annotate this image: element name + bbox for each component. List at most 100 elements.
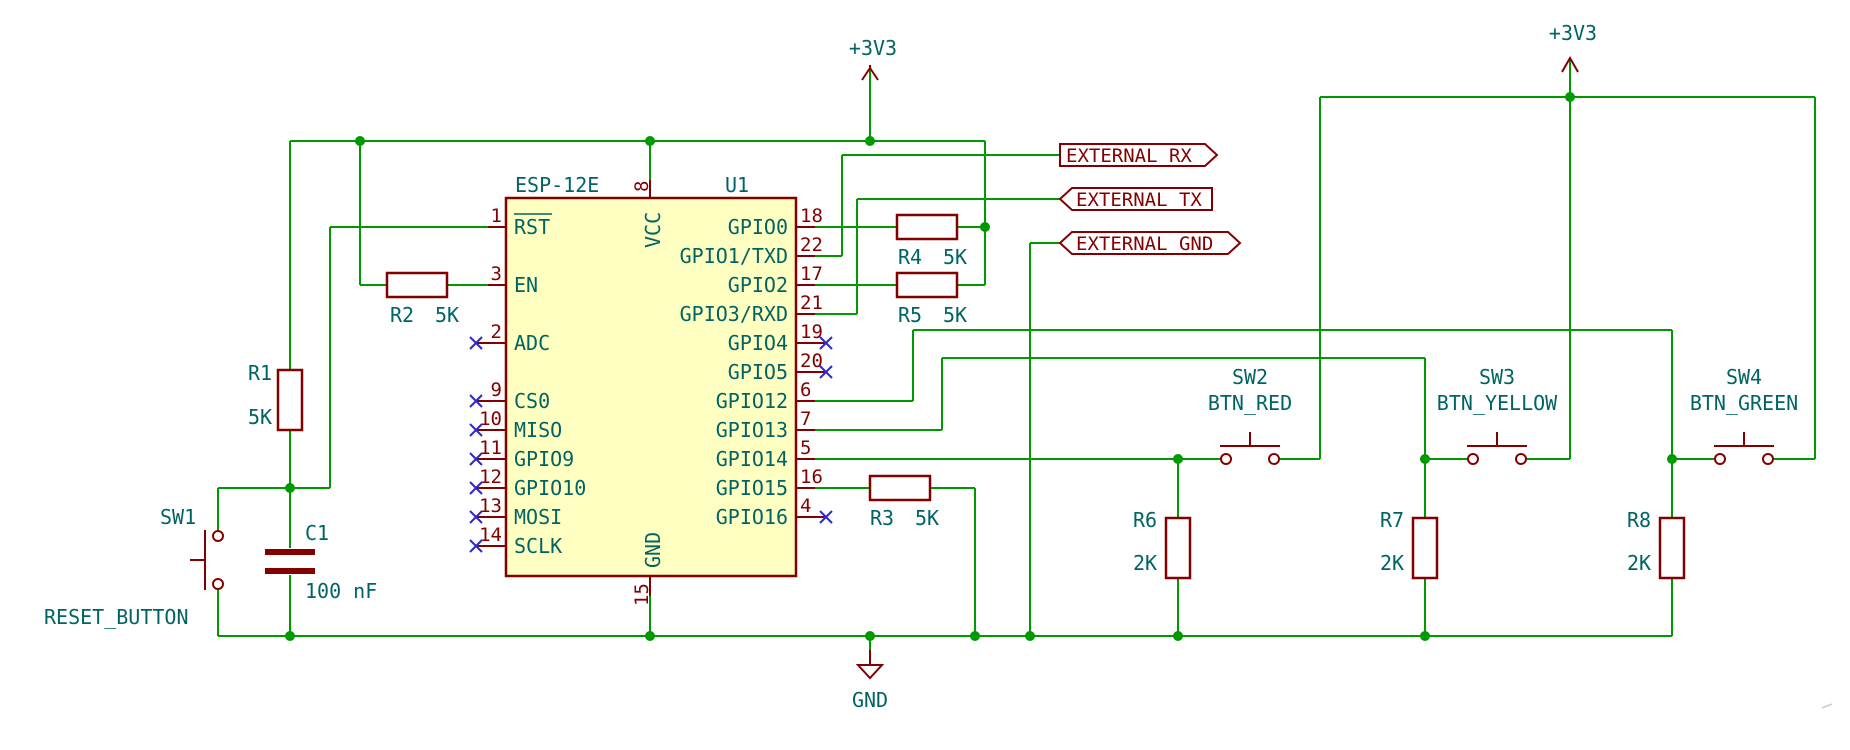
chip-pin-name: GPIO0 [728,215,788,239]
chip-gnd-pin-num: 15 [631,583,653,606]
resistor-r5: R5 5K [895,271,967,327]
chip-pin-name: SCLK [514,534,562,558]
chip-pin-name: MISO [514,418,562,442]
resistor-r4: R4 5K [895,213,967,269]
switch-sw4-ref: SW4 [1726,365,1762,389]
chip-pin-name: RST [514,215,550,239]
switch-sw4-value: BTN_GREEN [1690,391,1798,415]
chip-pin-number: 6 [800,379,811,401]
chip-pin-right: 5 GPIO14 [716,437,815,471]
chip-pin-right: 6 GPIO12 [716,379,815,413]
net-label-external-gnd-text: EXTERNAL_GND [1076,233,1213,255]
resistor-r1-ref: R1 [248,361,272,385]
switch-sw3-value: BTN_YELLOW [1437,391,1558,415]
chip-pin-name: GPIO14 [716,447,788,471]
chip-pin-number: 1 [491,205,502,227]
switch-sw2-value: BTN_RED [1208,391,1292,415]
net-label-external-rx-text: EXTERNAL_RX [1066,145,1192,167]
resistor-r3-value: 5K [915,506,939,530]
chip-pin-name: GPIO12 [716,389,788,413]
chip-pin-left: 10 MISO [469,408,562,442]
chip-pin-number: 21 [800,292,823,314]
chip-pin-number: 5 [800,437,811,459]
chip-pin-right: 22 GPIO1/TXD [680,234,823,268]
chip-pin-name: GPIO15 [716,476,788,500]
chip-pin-name: CS0 [514,389,550,413]
power-3v3-right: +3V3 [1549,21,1597,73]
chip-pin-left: 11 GPIO9 [469,437,574,471]
chip-pin-name: GPIO4 [728,331,788,355]
chip-ref: U1 [725,173,749,197]
net-label-external-tx: EXTERNAL_TX [1058,187,1213,211]
switch-sw3: SW3 BTN_YELLOW [1437,365,1558,465]
chip-pin-number: 10 [479,408,502,430]
chip-pin-name: GPIO9 [514,447,574,471]
resistor-r8: R8 2K [1627,508,1686,580]
corner-mark [1821,703,1833,709]
chip-pin-name: GPIO3/RXD [680,302,788,326]
resistor-r8-ref: R8 [1627,508,1651,532]
chip-pin-number: 22 [800,234,823,256]
chip-pin-right: 19 GPIO4 [728,321,833,355]
power-3v3-left: +3V3 [849,36,897,81]
switch-sw1-ref: SW1 [160,505,196,529]
chip-pin-number: 4 [800,495,811,517]
chip-pin-number: 9 [491,379,502,401]
chip-pin-name: GPIO16 [716,505,788,529]
chip-pin-number: 16 [800,466,823,488]
chip-pin-right: 4 GPIO16 [716,495,833,529]
chip-pin-name: MOSI [514,505,562,529]
chip-right-pins: 18GPIO022GPIO1/TXD17GPIO221GPIO3/RXD19GP… [680,205,833,529]
switch-sw3-ref: SW3 [1479,365,1515,389]
net-label-external-tx-text: EXTERNAL_TX [1076,189,1202,211]
capacitor-c1-value: 100 nF [305,579,377,603]
power-3v3-right-label: +3V3 [1549,21,1597,45]
switch-sw2: SW2 BTN_RED [1208,365,1292,465]
chip-pin-number: 11 [479,437,502,459]
chip-pin-name: GPIO5 [728,360,788,384]
resistor-r7: R7 2K [1380,508,1439,580]
resistor-r3-ref: R3 [870,506,894,530]
chip-pin-number: 12 [479,466,502,488]
chip-pin-name: GPIO10 [514,476,586,500]
chip-pin-number: 19 [800,321,823,343]
switch-sw2-ref: SW2 [1232,365,1268,389]
resistor-r3: R3 5K [868,474,939,530]
resistor-r1-value: 5K [248,405,272,429]
chip-pin-number: 2 [491,321,502,343]
chip-pin-left: 1 RST [488,205,550,239]
chip-pin-number: 20 [800,350,823,372]
net-label-external-rx: EXTERNAL_RX [1059,143,1219,167]
resistor-r5-value: 5K [943,303,967,327]
switch-sw1: SW1 RESET_BUTTON [44,505,224,629]
resistor-r4-value: 5K [943,245,967,269]
chip-pin-left: 13 MOSI [469,495,562,529]
chip-pin-name: GPIO1/TXD [680,244,788,268]
power-gnd: GND [852,650,888,712]
chip-vcc-label: VCC [641,212,665,248]
chip-pin-right: 21 GPIO3/RXD [680,292,823,326]
resistor-r8-value: 2K [1627,551,1651,575]
resistor-r6-ref: R6 [1133,508,1157,532]
resistor-r5-ref: R5 [898,303,922,327]
resistor-r1: R1 5K [248,361,304,432]
chip-pin-name: EN [514,273,538,297]
resistor-r2-value: 5K [435,303,459,327]
resistor-r4-ref: R4 [898,245,922,269]
net-label-external-gnd: EXTERNAL_GND [1058,231,1242,255]
junctions [285,92,1677,641]
chip-pin-name: GPIO2 [728,273,788,297]
resistor-r2-ref: R2 [390,303,414,327]
capacitor-c1: C1 100 nF [265,521,377,603]
chip-pin-number: 13 [479,495,502,517]
chip-pin-left: 12 GPIO10 [469,466,586,500]
